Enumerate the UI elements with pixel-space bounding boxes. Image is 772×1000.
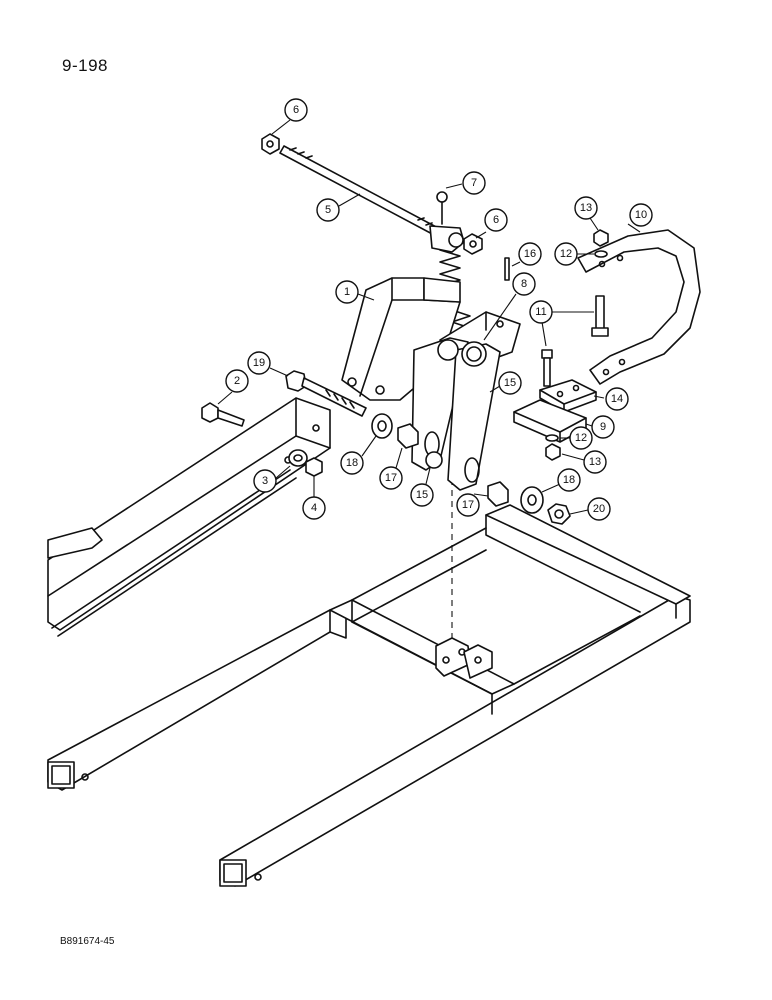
callout-10 [629, 203, 653, 227]
callout-19 [247, 351, 271, 375]
callout-15-top [498, 371, 522, 395]
figure-code: B891674-45 [60, 936, 115, 947]
right-hardware [487, 481, 571, 525]
callout-18-left [340, 451, 364, 475]
callout-7 [462, 171, 486, 195]
callouts: 6 7 5 6 16 13 10 12 1 8 11 19 [217, 98, 653, 521]
adjuster-assembly [261, 133, 510, 341]
shank [513, 229, 701, 461]
callout-label: 12 [560, 248, 572, 260]
callout-3 [253, 469, 277, 493]
callout-label: 13 [580, 202, 592, 214]
callout-label: 15 [416, 489, 428, 501]
callout-14 [605, 387, 629, 411]
arms [411, 337, 501, 491]
callout-label: 11 [535, 306, 546, 318]
page-number: 9-198 [62, 56, 108, 75]
callout-label: 12 [575, 432, 587, 444]
callout-label: 3 [262, 475, 268, 487]
callout-6-mid [484, 208, 508, 232]
callout-5 [316, 198, 340, 222]
callout-label: 19 [253, 357, 265, 369]
callout-label: 9 [600, 421, 606, 433]
callout-label: 15 [504, 377, 516, 389]
callout-17-left [379, 466, 403, 490]
callout-1 [335, 280, 359, 304]
callout-label: 7 [471, 177, 477, 189]
callout-label: 10 [635, 209, 647, 221]
callout-label: 4 [311, 502, 317, 514]
callout-17-right [456, 493, 480, 517]
callout-13-top [574, 196, 598, 220]
callout-label: 13 [589, 456, 601, 468]
callout-label: 14 [611, 393, 623, 405]
left-hardware [201, 370, 419, 477]
callout-label: 18 [563, 474, 575, 486]
callout-12-bottom [569, 426, 593, 450]
callout-9 [591, 415, 615, 439]
beam [47, 397, 331, 637]
frame [47, 468, 691, 887]
callout-label: 6 [493, 214, 499, 226]
callout-label: 2 [234, 375, 240, 387]
callout-label: 5 [325, 204, 331, 216]
callout-label: 16 [524, 248, 536, 260]
callout-label: 17 [385, 472, 397, 484]
callout-6-top [284, 98, 308, 122]
callout-label: 20 [593, 503, 605, 515]
callout-12-top [554, 242, 578, 266]
callout-label: 1 [344, 286, 350, 298]
callout-4 [302, 496, 326, 520]
callout-8 [512, 272, 536, 296]
callout-label: 6 [293, 104, 299, 116]
callout-2 [225, 369, 249, 393]
callout-13-bottom [583, 450, 607, 474]
callout-label: 17 [462, 499, 474, 511]
callout-label: 8 [521, 278, 527, 290]
callout-11 [529, 300, 553, 324]
callout-18-right [557, 468, 581, 492]
callout-label: 18 [346, 457, 358, 469]
callout-20 [587, 497, 611, 521]
callout-15-bottom [410, 483, 434, 507]
callout-16 [518, 242, 542, 266]
